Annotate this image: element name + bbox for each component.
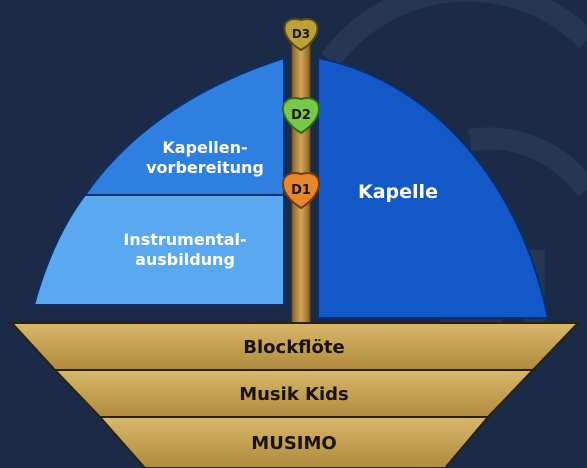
badge-d1-label: D1 bbox=[291, 183, 311, 198]
label-line: Instrumental- bbox=[123, 230, 246, 249]
badge-d3-label: D3 bbox=[292, 27, 310, 41]
hull-tier-musik-kids: Musik Kids bbox=[239, 384, 349, 405]
label-kapellen-vorbereitung: Kapellen-vorbereitung bbox=[146, 138, 264, 177]
hull-tier-musimo: MUSIMO bbox=[251, 433, 336, 454]
sail-lower-left bbox=[32, 194, 285, 306]
sail-upper-left bbox=[83, 56, 285, 196]
hull-tier-blockfloete: Blockflöte bbox=[243, 337, 344, 358]
badge-d1 bbox=[282, 172, 320, 210]
label-instrumental-ausbildung: Instrumental-ausbildung bbox=[123, 230, 246, 269]
badge-d2-label: D2 bbox=[291, 108, 311, 123]
hull bbox=[9, 322, 581, 468]
label-kapelle: Kapelle bbox=[358, 181, 438, 203]
label-line: vorbereitung bbox=[146, 158, 264, 177]
badge-d2 bbox=[282, 97, 320, 135]
label-line: ausbildung bbox=[135, 250, 235, 269]
badge-d3 bbox=[283, 18, 319, 52]
label-line: Kapellen- bbox=[162, 138, 247, 157]
sail-right bbox=[317, 56, 550, 319]
